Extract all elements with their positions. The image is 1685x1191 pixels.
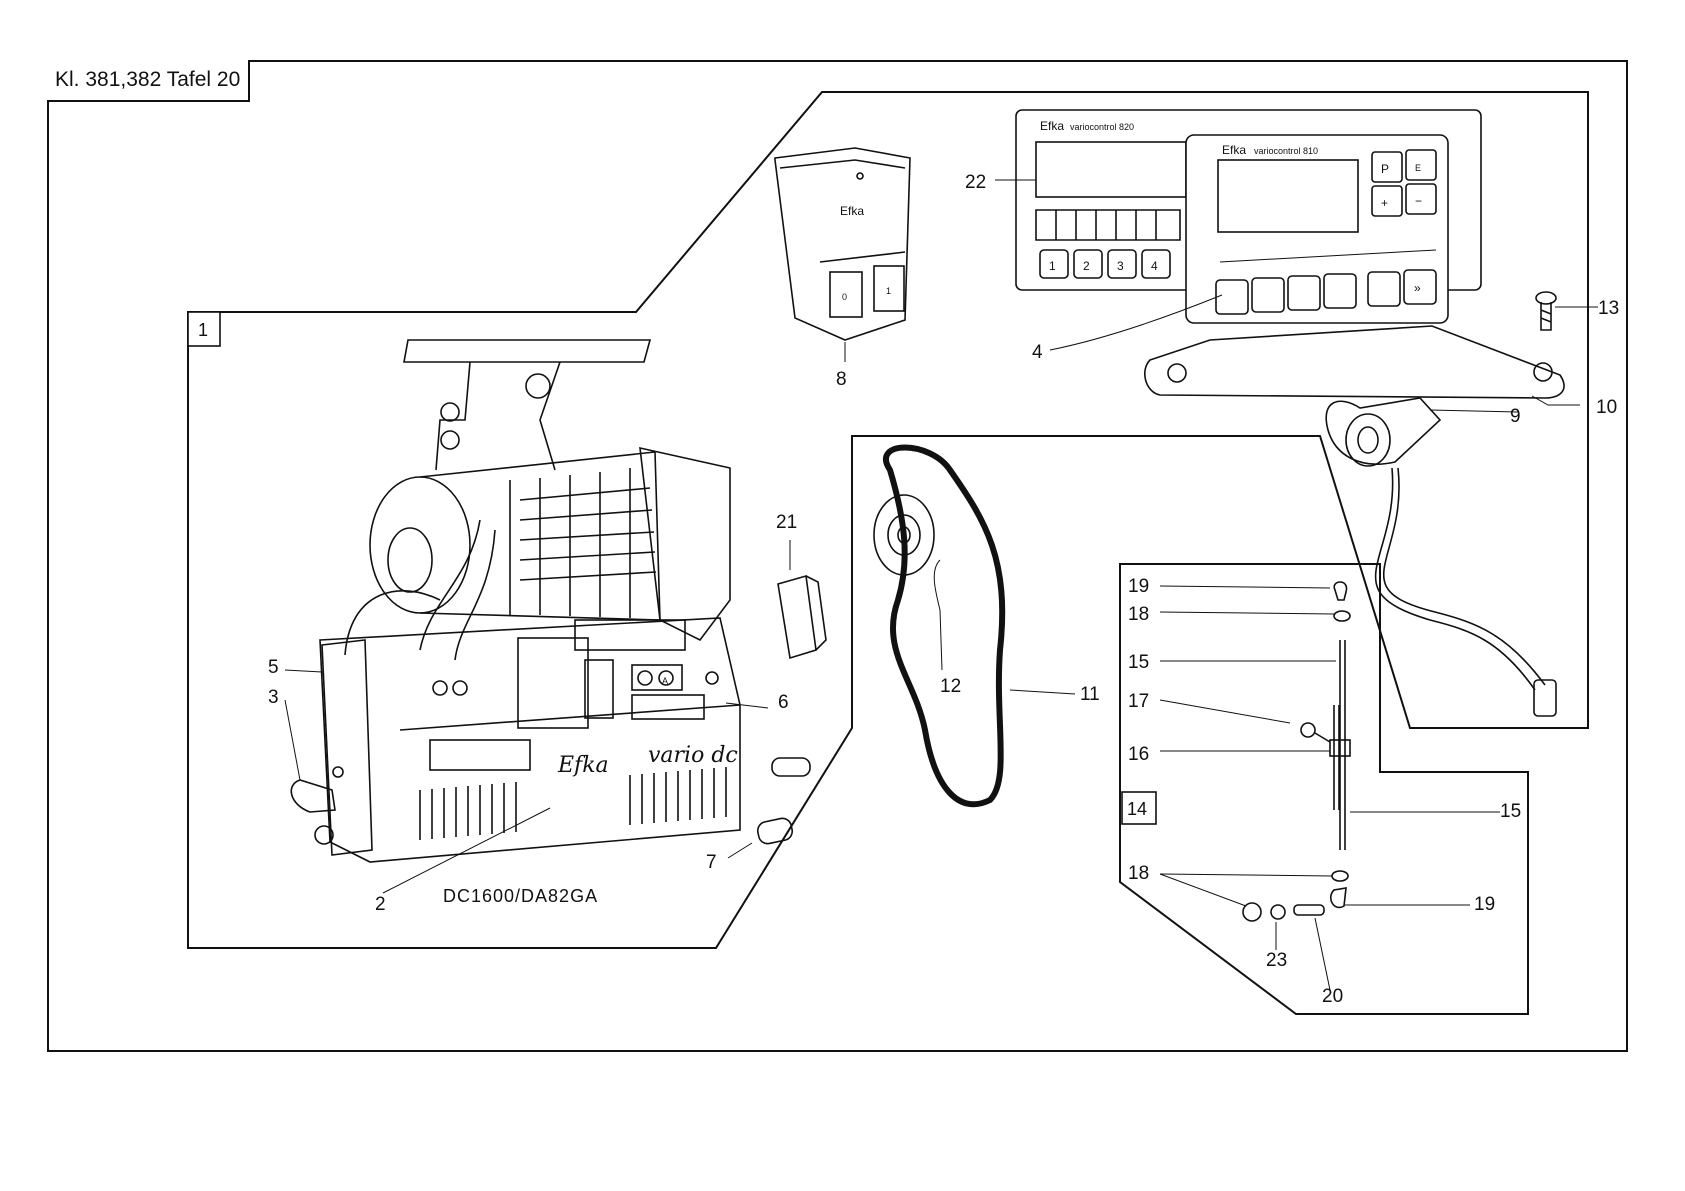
key-p-label: P (1381, 162, 1389, 176)
callout-21: 21 (776, 512, 797, 533)
callout-2: 2 (375, 894, 386, 915)
switch-0-label: 0 (842, 292, 847, 302)
callout-11: 11 (1080, 684, 1100, 705)
panel-810-brand: Efka (1222, 143, 1246, 157)
callout-19-top: 19 (1128, 576, 1149, 597)
callout-15-right: 15 (1500, 801, 1521, 822)
screw-13 (1536, 292, 1556, 330)
cylinder-6 (772, 758, 810, 776)
callout-18-bottom: 18 (1128, 863, 1149, 884)
key-820-3: 3 (1117, 259, 1124, 273)
sensor-9 (1326, 398, 1556, 716)
callout-9: 9 (1510, 406, 1521, 427)
callout-19-bottom: 19 (1474, 894, 1495, 915)
callout-7: 7 (706, 852, 717, 873)
ctrl-a-label: A (662, 676, 668, 686)
callout-12: 12 (940, 676, 961, 697)
panel-810 (1145, 135, 1564, 398)
group-number-1: 1 (188, 312, 220, 346)
key-plus-label: + (1381, 196, 1388, 210)
key-820-1: 1 (1049, 259, 1056, 273)
callout-5: 5 (268, 657, 279, 678)
callout-15-top: 15 (1128, 652, 1149, 673)
group-number-14: 14 (1122, 792, 1156, 824)
svg-text:14: 14 (1127, 799, 1147, 819)
callout-8: 8 (836, 369, 847, 390)
motor-model-text: vario dc (648, 743, 738, 768)
key-next-label: » (1414, 281, 1421, 295)
callout-13: 13 (1598, 298, 1619, 319)
callout-3: 3 (268, 687, 279, 708)
motor-brand: Efka (557, 753, 609, 778)
callout-4: 4 (1032, 342, 1043, 363)
panel-810-model: variocontrol 810 (1254, 146, 1318, 156)
key-820-4: 4 (1151, 259, 1158, 273)
svg-text:1: 1 (198, 320, 208, 340)
panel-820-brand: Efka (1040, 119, 1064, 133)
key-e-label: E (1415, 163, 1421, 173)
callout-6: 6 (778, 692, 789, 713)
callout-10: 10 (1596, 397, 1617, 418)
callout-16: 16 (1128, 744, 1149, 765)
callout-20: 20 (1322, 986, 1343, 1007)
belt-11 (886, 448, 1002, 805)
key-820-2: 2 (1083, 259, 1090, 273)
switch-brand: Efka (840, 204, 864, 218)
callout-22: 22 (965, 172, 986, 193)
motor-unit (291, 340, 740, 862)
callout-23: 23 (1266, 950, 1287, 971)
callout-18-top: 18 (1128, 604, 1149, 625)
key-minus-label: − (1415, 194, 1422, 208)
model-caption: DC1600/DA82GA (443, 886, 598, 906)
callout-17: 17 (1128, 691, 1149, 712)
connector-21 (778, 576, 826, 658)
switch-1-label: 1 (886, 286, 891, 296)
panel-820-model: variocontrol 820 (1070, 122, 1134, 132)
switch-unit (775, 148, 910, 340)
